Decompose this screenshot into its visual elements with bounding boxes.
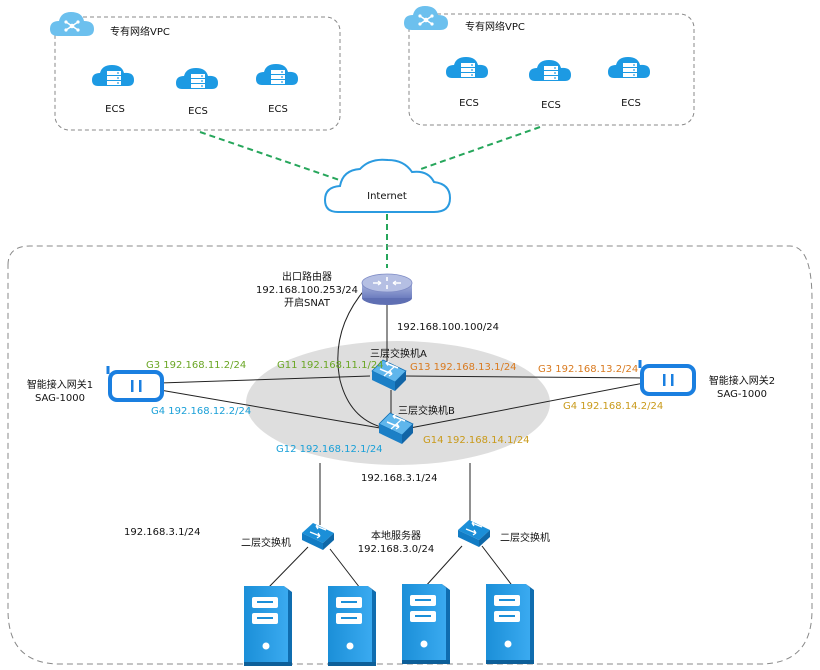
ecs-icon	[176, 68, 218, 89]
server-icon	[402, 584, 450, 664]
switch-b-g12-label: G12 192.168.12.1/24	[276, 444, 383, 455]
sag1-g4-label: G4 192.168.12.2/24	[151, 406, 251, 417]
server-subnet: 192.168.3.0/24	[358, 544, 435, 555]
vpc-left-title: 专有网络VPC	[110, 25, 170, 38]
ecs-label: ECS	[459, 98, 479, 109]
core-lan-ip: 192.168.3.1/24	[361, 473, 438, 484]
ecs-label: ECS	[541, 100, 561, 111]
l2-server-link	[423, 545, 463, 589]
sag2-name: 智能接入网关2	[709, 374, 775, 387]
server-name: 本地服务器	[371, 529, 421, 542]
switch-a-g11-label: G11 192.168.11.1/24	[277, 360, 384, 371]
l2-server-link	[329, 548, 361, 589]
ecs-icon	[529, 60, 571, 81]
server-icon	[244, 586, 292, 666]
ecs-icon	[608, 57, 650, 78]
router-name: 出口路由器	[282, 270, 332, 283]
ecs-label: ECS	[188, 106, 208, 117]
sag1-name: 智能接入网关1	[27, 378, 93, 391]
sag2-g4-label: G4 192.168.14.2/24	[563, 401, 663, 412]
router-snat: 开启SNAT	[284, 296, 331, 309]
router-switchb-link	[337, 287, 386, 429]
l2-switch-left-icon	[301, 522, 335, 551]
internet-cloud-icon	[323, 158, 452, 213]
l2-switch-right-icon	[457, 519, 491, 548]
switch-b-g14-label: G14 192.168.14.1/24	[423, 435, 530, 446]
ecs-label: ECS	[268, 104, 288, 115]
switch-a-g13-label: G13 192.168.13.1/24	[410, 362, 517, 373]
vpc-right-title: 专有网络VPC	[465, 20, 525, 33]
lan-left-ip: 192.168.3.1/24	[124, 527, 201, 538]
internet-label: Internet	[367, 191, 407, 202]
sag2-model: SAG-1000	[717, 389, 767, 400]
sag1-g3-label: G3 192.168.11.2/24	[146, 360, 246, 371]
sag1-model: SAG-1000	[35, 393, 85, 404]
vpc-left-box	[54, 16, 341, 131]
b-sag2-link	[409, 382, 645, 429]
sag1-icon	[108, 370, 164, 402]
vpc-right-cloud-icon	[403, 5, 449, 31]
router-ip: 192.168.100.253/24	[256, 285, 358, 296]
l2-switch-right-label: 二层交换机	[500, 531, 550, 544]
router-downlink-ip: 192.168.100.100/24	[397, 322, 499, 333]
l3-switch-a-label: 三层交换机A	[370, 347, 427, 360]
server-icon	[328, 586, 376, 666]
router-icon	[361, 273, 413, 305]
l2-server-link	[481, 545, 515, 589]
vpc-right-box	[408, 13, 695, 126]
vpc-left-cloud-icon	[49, 11, 95, 37]
ecs-label: ECS	[105, 104, 125, 115]
sag1-a-link	[159, 375, 371, 384]
server-icon	[486, 584, 534, 664]
ecs-icon	[256, 64, 298, 85]
sag2-g3-label: G3 192.168.13.2/24	[538, 364, 638, 375]
core-zone	[246, 341, 550, 465]
ecs-icon	[92, 65, 134, 86]
a-sag2-link	[403, 375, 645, 379]
vpc-left-link	[199, 131, 349, 184]
sag1-b-link	[159, 389, 381, 429]
ecs-label: ECS	[621, 98, 641, 109]
l2-server-link	[267, 546, 309, 589]
l3-switch-b-label: 三层交换机B	[398, 404, 455, 417]
vpc-right-link	[417, 126, 541, 171]
sag2-icon	[640, 364, 696, 396]
onprem-boundary	[7, 245, 813, 665]
ecs-icon	[446, 57, 488, 78]
l2-switch-left-label: 二层交换机	[241, 536, 291, 549]
